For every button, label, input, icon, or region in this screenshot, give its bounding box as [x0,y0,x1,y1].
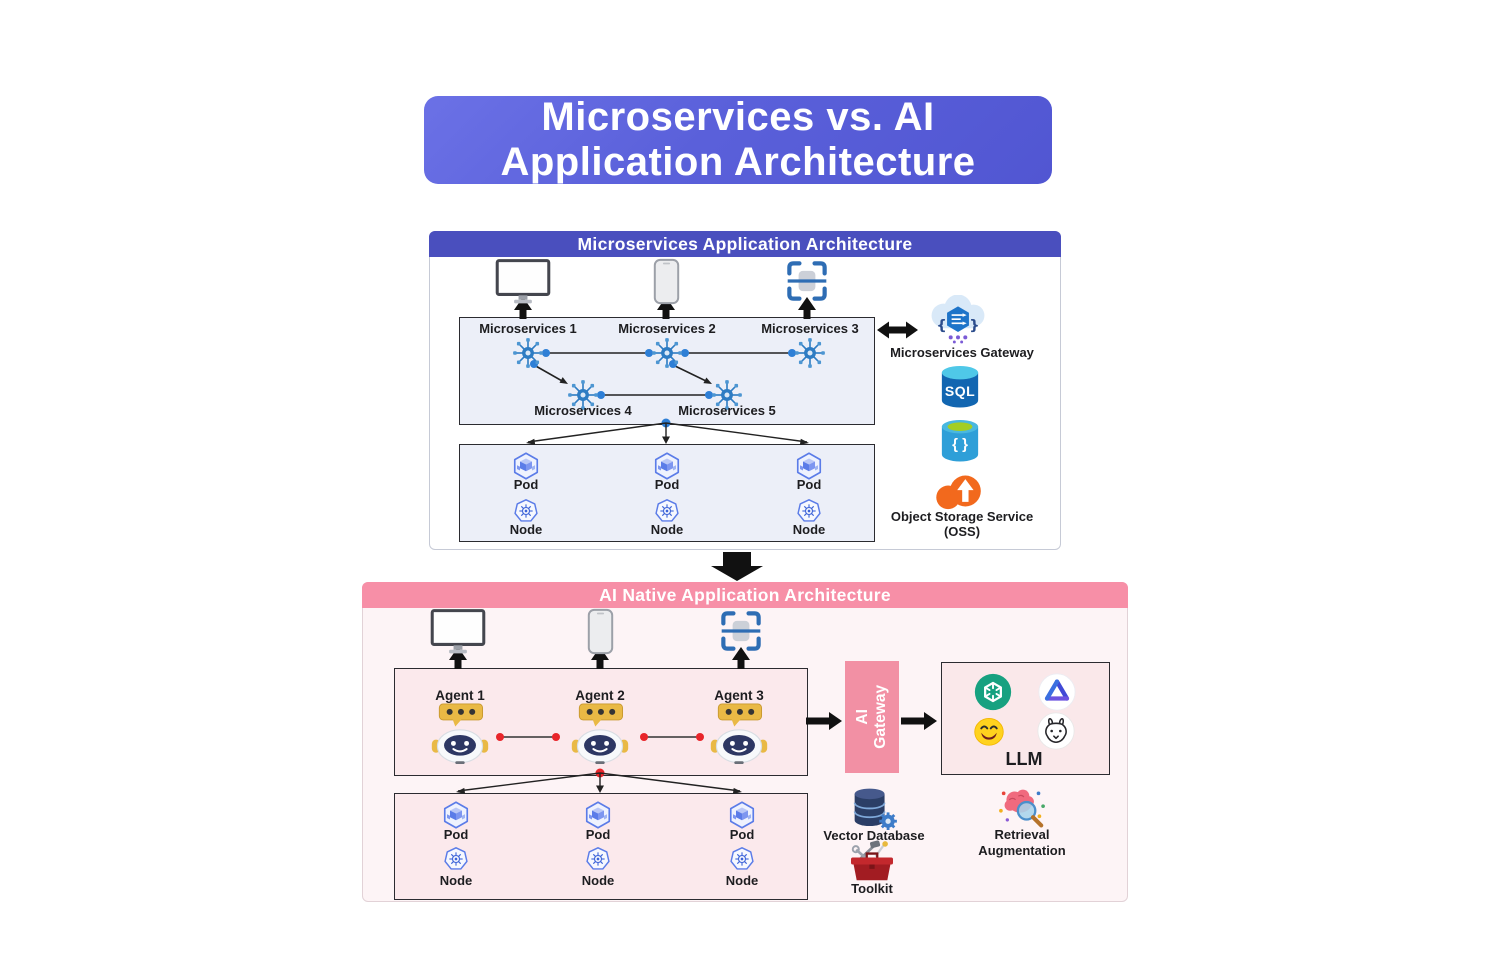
title-line-2: Application Architecture [500,140,976,184]
microservices-gateway-label: Microservices Gateway [890,345,1034,360]
robot-agent-icon [703,703,775,765]
agent-1-label: Agent 1 [435,688,485,703]
ai-section-header: AI Native Application Architecture [362,582,1128,608]
microservice-4-label: Microservices 4 [534,403,632,418]
kubernetes-pod-icon [727,800,757,830]
monitor-icon [494,258,552,306]
retrieval-label-line1: Retrieval [994,827,1050,842]
pod-label: Pod [654,477,680,492]
kubernetes-node-icon [653,497,681,525]
kubernetes-pod-icon [583,800,613,830]
huggingface-icon [970,712,1008,750]
microservice-1-label: Microservices 1 [479,321,577,336]
braces-label: { } [952,436,968,453]
scan-frame-icon [786,260,828,302]
kubernetes-node-icon [442,845,470,873]
service-hub-icon [792,335,828,371]
llm-label: LLM [1005,749,1043,769]
scan-frame-icon [720,610,762,652]
vector-database-label: Vector Database [823,828,925,843]
llm-box [941,662,1110,775]
node-label: Node [439,873,473,888]
node-label: Node [509,522,543,537]
toolkit-icon [848,840,896,882]
kubernetes-node-icon [728,845,756,873]
monitor-icon [429,608,487,656]
pod-label: Pod [443,827,469,842]
pod-label: Pod [585,827,611,842]
retrieval-augmentation-icon [996,786,1048,830]
oss-label-line2: (OSS) [943,524,981,539]
smartphone-icon [587,608,614,655]
title-banner: Microservices vs. AI Application Archite… [424,94,1052,184]
node-label: Node [792,522,826,537]
service-hub-icon [510,335,546,371]
microservices-box [459,317,875,425]
toolkit-label: Toolkit [851,881,893,896]
robot-agent-icon [424,703,496,765]
pod-label: Pod [796,477,822,492]
node-label: Node [725,873,759,888]
vector-database-icon [849,786,899,830]
pod-label: Pod [513,477,539,492]
microservice-3-label: Microservices 3 [761,321,859,336]
api-gateway-cloud-icon [927,295,989,347]
microservice-2-label: Microservices 2 [618,321,716,336]
zhipu-icon [1038,673,1076,711]
node-label: Node [581,873,615,888]
title-line-1: Microservices vs. AI [541,94,935,139]
smartphone-icon [653,258,680,305]
openai-icon [974,673,1012,711]
node-label: Node [650,522,684,537]
sql-label: SQL [944,383,976,399]
kubernetes-node-icon [584,845,612,873]
kubernetes-pod-icon [441,800,471,830]
kubernetes-node-icon [512,497,540,525]
object-storage-cloud-icon [932,471,986,511]
agent-2-label: Agent 2 [575,688,625,703]
oss-label-line1: Object Storage Service [890,509,1034,524]
retrieval-label-line2: Augmentation [978,843,1066,858]
llama-icon [1037,712,1075,750]
kubernetes-node-icon [795,497,823,525]
pod-label: Pod [729,827,755,842]
section-transition-arrow [711,552,763,581]
microservice-5-label: Microservices 5 [678,403,776,418]
microservices-section-header: Microservices Application Architecture [429,231,1061,257]
service-hub-icon [649,335,685,371]
robot-agent-icon [564,703,636,765]
agent-3-label: Agent 3 [714,688,764,703]
